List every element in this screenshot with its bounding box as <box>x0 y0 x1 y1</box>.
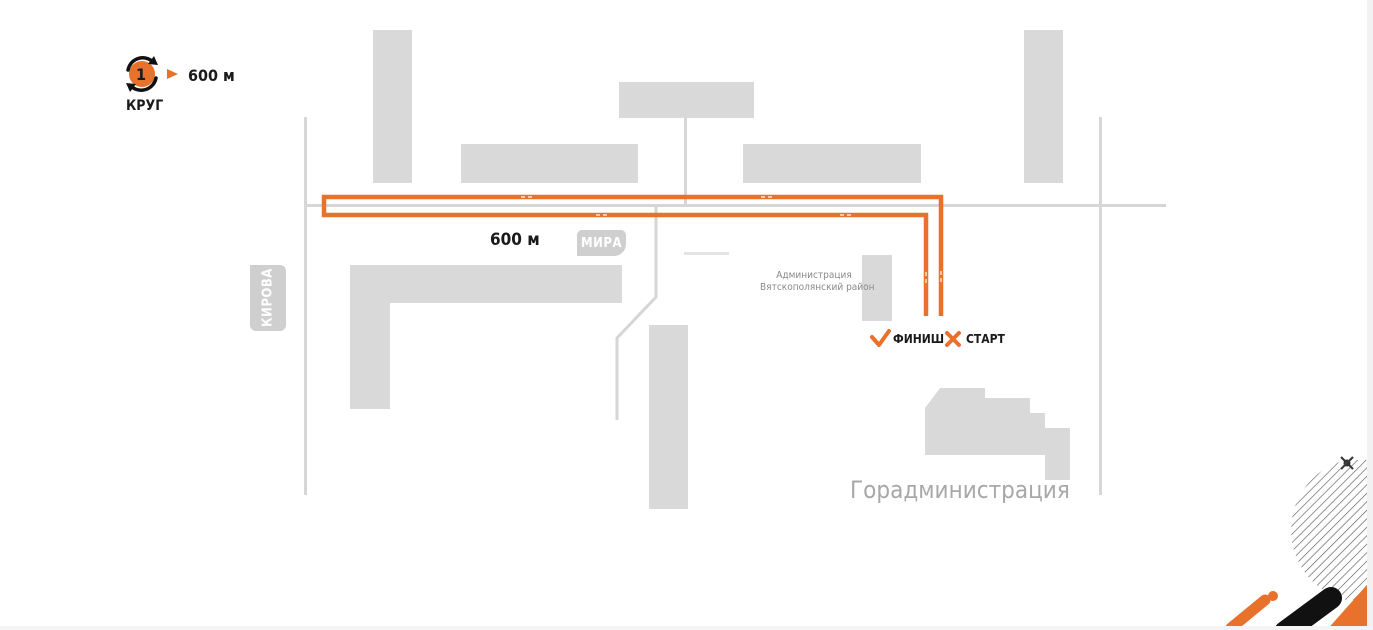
finish-label: ФИНИШ <box>893 332 945 346</box>
route-distance-label: 600 м <box>490 230 540 250</box>
lap-distance: 600 м <box>188 66 235 85</box>
district-administration-line2: Вятскополянский район <box>760 282 875 293</box>
building <box>862 255 892 321</box>
road <box>684 118 687 206</box>
district-administration-line1: Администрация <box>776 270 852 281</box>
building <box>350 265 390 409</box>
building <box>649 325 688 509</box>
start-label: СТАРТ <box>966 332 1005 346</box>
building <box>743 144 921 183</box>
road <box>304 117 307 495</box>
building <box>350 265 622 303</box>
building <box>461 144 638 183</box>
road <box>684 252 729 255</box>
street-label-mira: МИРА <box>577 230 626 256</box>
route-outbound <box>321 194 944 316</box>
city-administration-label: Горадминистрация <box>850 476 1070 504</box>
lap-icon <box>126 56 178 92</box>
road <box>1099 117 1102 495</box>
road <box>615 206 658 420</box>
building <box>619 82 754 118</box>
road <box>304 204 1166 207</box>
city-administration-building <box>925 388 1070 480</box>
lap-word: КРУГ <box>126 98 164 114</box>
building <box>1024 30 1063 183</box>
corner-decoration <box>1225 460 1373 630</box>
finish-check-icon <box>870 329 891 347</box>
building <box>373 30 412 183</box>
street-label-kirova: КИРОВА <box>250 265 286 331</box>
district-administration-label: Администрация Вятскополянский район <box>760 270 875 294</box>
frame-edge <box>0 626 1373 630</box>
lap-number: 1 <box>136 65 147 84</box>
frame-edge <box>1367 0 1373 630</box>
start-cross-icon <box>945 331 961 347</box>
